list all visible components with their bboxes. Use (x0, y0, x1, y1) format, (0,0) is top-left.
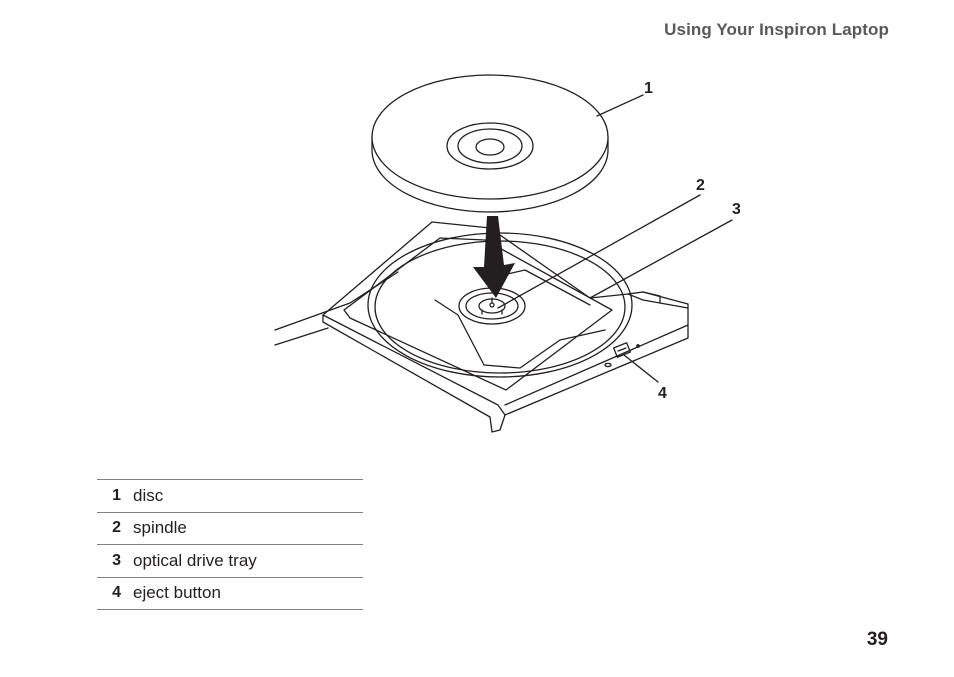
laptop-edge-lower (274, 327, 329, 346)
legend-row: 1 disc (97, 479, 363, 512)
callout-legend: 1 disc 2 spindle 3 optical drive tray 4 … (97, 479, 363, 610)
running-header-title: Using Your Inspiron Laptop (664, 20, 889, 39)
spindle-center (489, 302, 495, 308)
legend-number: 1 (112, 486, 121, 504)
legend-row: 2 spindle (97, 511, 363, 545)
page-number: 39 (866, 629, 888, 650)
leader-line-3 (589, 219, 733, 299)
callout-4: 4 (658, 385, 667, 402)
legend-row: 4 eject button (97, 576, 363, 610)
disc-top (371, 74, 609, 200)
legend-number: 4 (112, 584, 121, 602)
callout-3: 3 (732, 201, 740, 218)
legend-label: disc (133, 485, 164, 505)
illustration-svg: 1 2 3 4 (274, 74, 740, 433)
callout-2: 2 (696, 177, 705, 194)
laptop-edge (274, 271, 399, 331)
eject-symbol (617, 347, 627, 352)
insert-arrow (473, 216, 515, 298)
leader-line-1 (596, 94, 644, 117)
tray-slot (434, 299, 606, 369)
disc-edge (371, 136, 609, 213)
legend-label: eject button (133, 583, 221, 603)
legend-number: 2 (112, 519, 121, 537)
disc-ring-outer (446, 122, 534, 170)
indicator-dot (636, 344, 640, 348)
leader-line-2 (497, 194, 701, 309)
leader-line-4 (623, 354, 659, 383)
legend-row: 3 optical drive tray (97, 544, 363, 577)
optical-drive-illustration: 1 2 3 4 (260, 60, 740, 450)
legend-label: optical drive tray (133, 550, 257, 570)
disc-ring-mid (457, 128, 523, 164)
drive-led (604, 362, 612, 368)
legend-number: 3 (112, 551, 121, 569)
tray-front-edge (322, 314, 506, 416)
spindle-mid (465, 292, 519, 320)
bezel-notch (642, 291, 661, 303)
disc-hole (475, 138, 505, 156)
bezel-top (627, 293, 689, 309)
callout-1: 1 (644, 80, 653, 97)
bezel-face (504, 324, 689, 406)
legend-label: spindle (133, 518, 187, 538)
tray-outline (322, 221, 689, 433)
tray-inner-rim (343, 237, 613, 391)
